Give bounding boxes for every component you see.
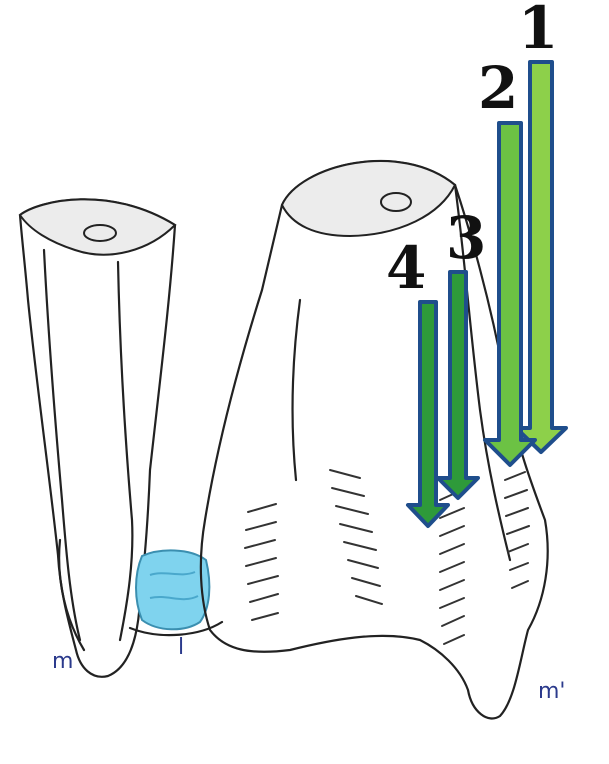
right-root-label: m' xyxy=(538,679,565,704)
arrow-2-label: 2 xyxy=(478,54,518,122)
arrow-3-label: 3 xyxy=(446,204,486,272)
arrow-1-label: 1 xyxy=(518,0,558,62)
arrow-4-label: 4 xyxy=(386,234,426,302)
ligament-label: l xyxy=(178,635,184,660)
left-root-label: m xyxy=(52,649,73,674)
